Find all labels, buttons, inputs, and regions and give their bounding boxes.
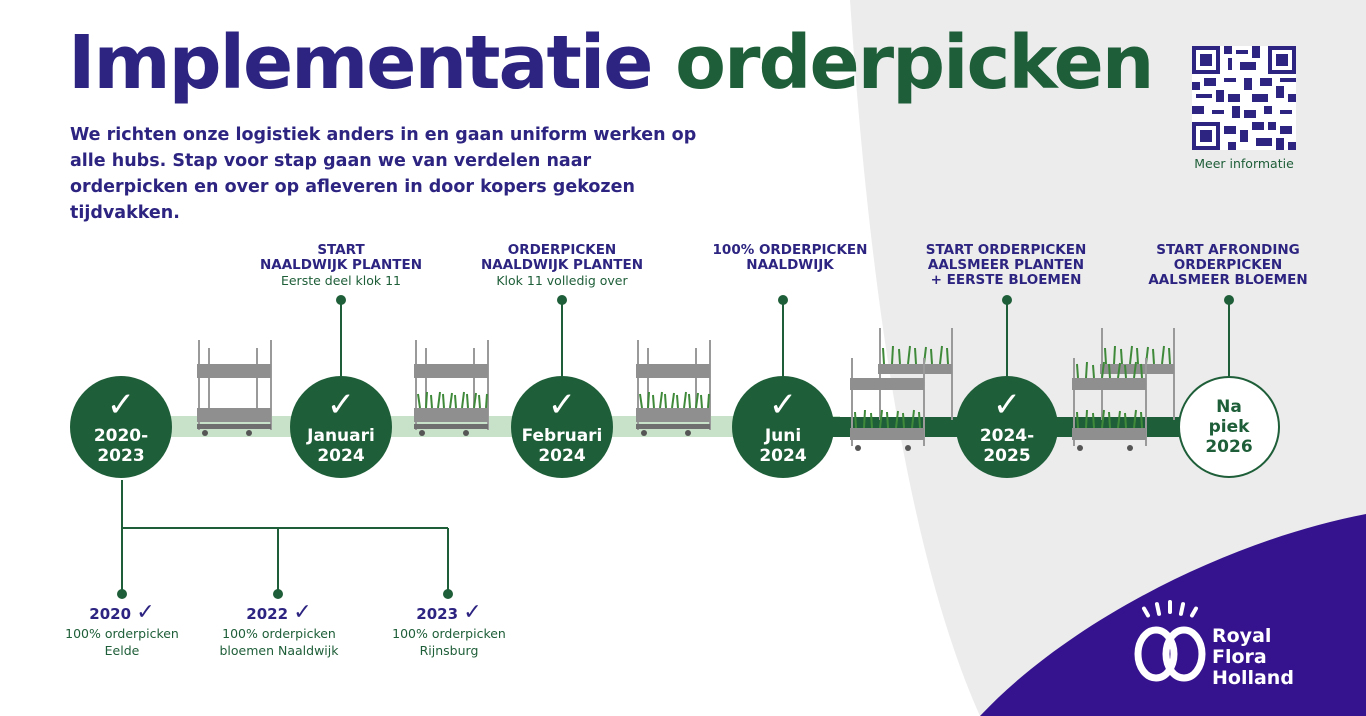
timeline-node-februari-2024: ✓ Februari 2024 [511,376,613,478]
qr-caption: Meer informatie [1194,156,1294,171]
milestone-label: START AFRONDING ORDERPICKEN AALSMEER BLO… [1148,242,1308,288]
title-part-1: Implementatie [68,20,653,106]
intro-text: We richten onze logistiek anders in en g… [70,125,697,223]
hub-eelde: 2020 ✓ 100% orderpicken Eelde [65,600,179,658]
timeline-node-juni-2024: ✓ Juni 2024 [732,376,834,478]
milestone-connectors [336,295,1234,376]
logo-wordmark: Royal Flora Holland [1212,625,1294,689]
check-icon: ✓ [106,385,136,425]
background-shapes [850,0,1366,716]
trolley-plants [636,340,711,436]
timeline-node-na-piek-2026: Na piek 2026 [1178,376,1280,478]
trolley-empty [197,340,272,436]
page-title: Implementatie orderpicken [68,18,1154,108]
timeline-node-2020-2023: ✓ 2020- 2023 [70,376,172,478]
title-part-2: orderpicken [675,20,1154,106]
check-icon: ✓ [992,385,1022,425]
trolley-plants [414,340,489,436]
milestone-label: ORDERPICKEN NAALDWIJK PLANTEN Klok 11 vo… [480,242,644,289]
royal-flora-holland-logo-icon [1134,600,1206,682]
check-icon: ✓ [463,600,482,625]
milestone-label: 100% ORDERPICKEN NAALDWIJK [712,242,868,273]
milestone-label: START ORDERPICKEN AALSMEER PLANTEN + EER… [925,242,1087,288]
qr-code-icon[interactable] [1192,46,1296,150]
trolley-group-full [850,328,953,451]
hub-rijnsburg: 2023 ✓ 100% orderpicken Rijnsburg [392,600,506,658]
timeline-node-januari-2024: ✓ Januari 2024 [290,376,392,478]
check-icon: ✓ [547,385,577,425]
hub-naaldwijk: 2022 ✓ 100% orderpicken bloemen Naaldwij… [219,600,339,658]
check-icon: ✓ [136,600,155,625]
hub-connectors [117,480,453,599]
check-icon: ✓ [293,600,312,625]
milestone-label: START NAALDWIJK PLANTEN Eerste deel klok… [259,242,423,289]
check-icon: ✓ [326,385,356,425]
timeline-node-2024-2025: ✓ 2024- 2025 [956,376,1058,478]
trolley-group-full [1072,328,1175,451]
check-icon: ✓ [768,385,798,425]
